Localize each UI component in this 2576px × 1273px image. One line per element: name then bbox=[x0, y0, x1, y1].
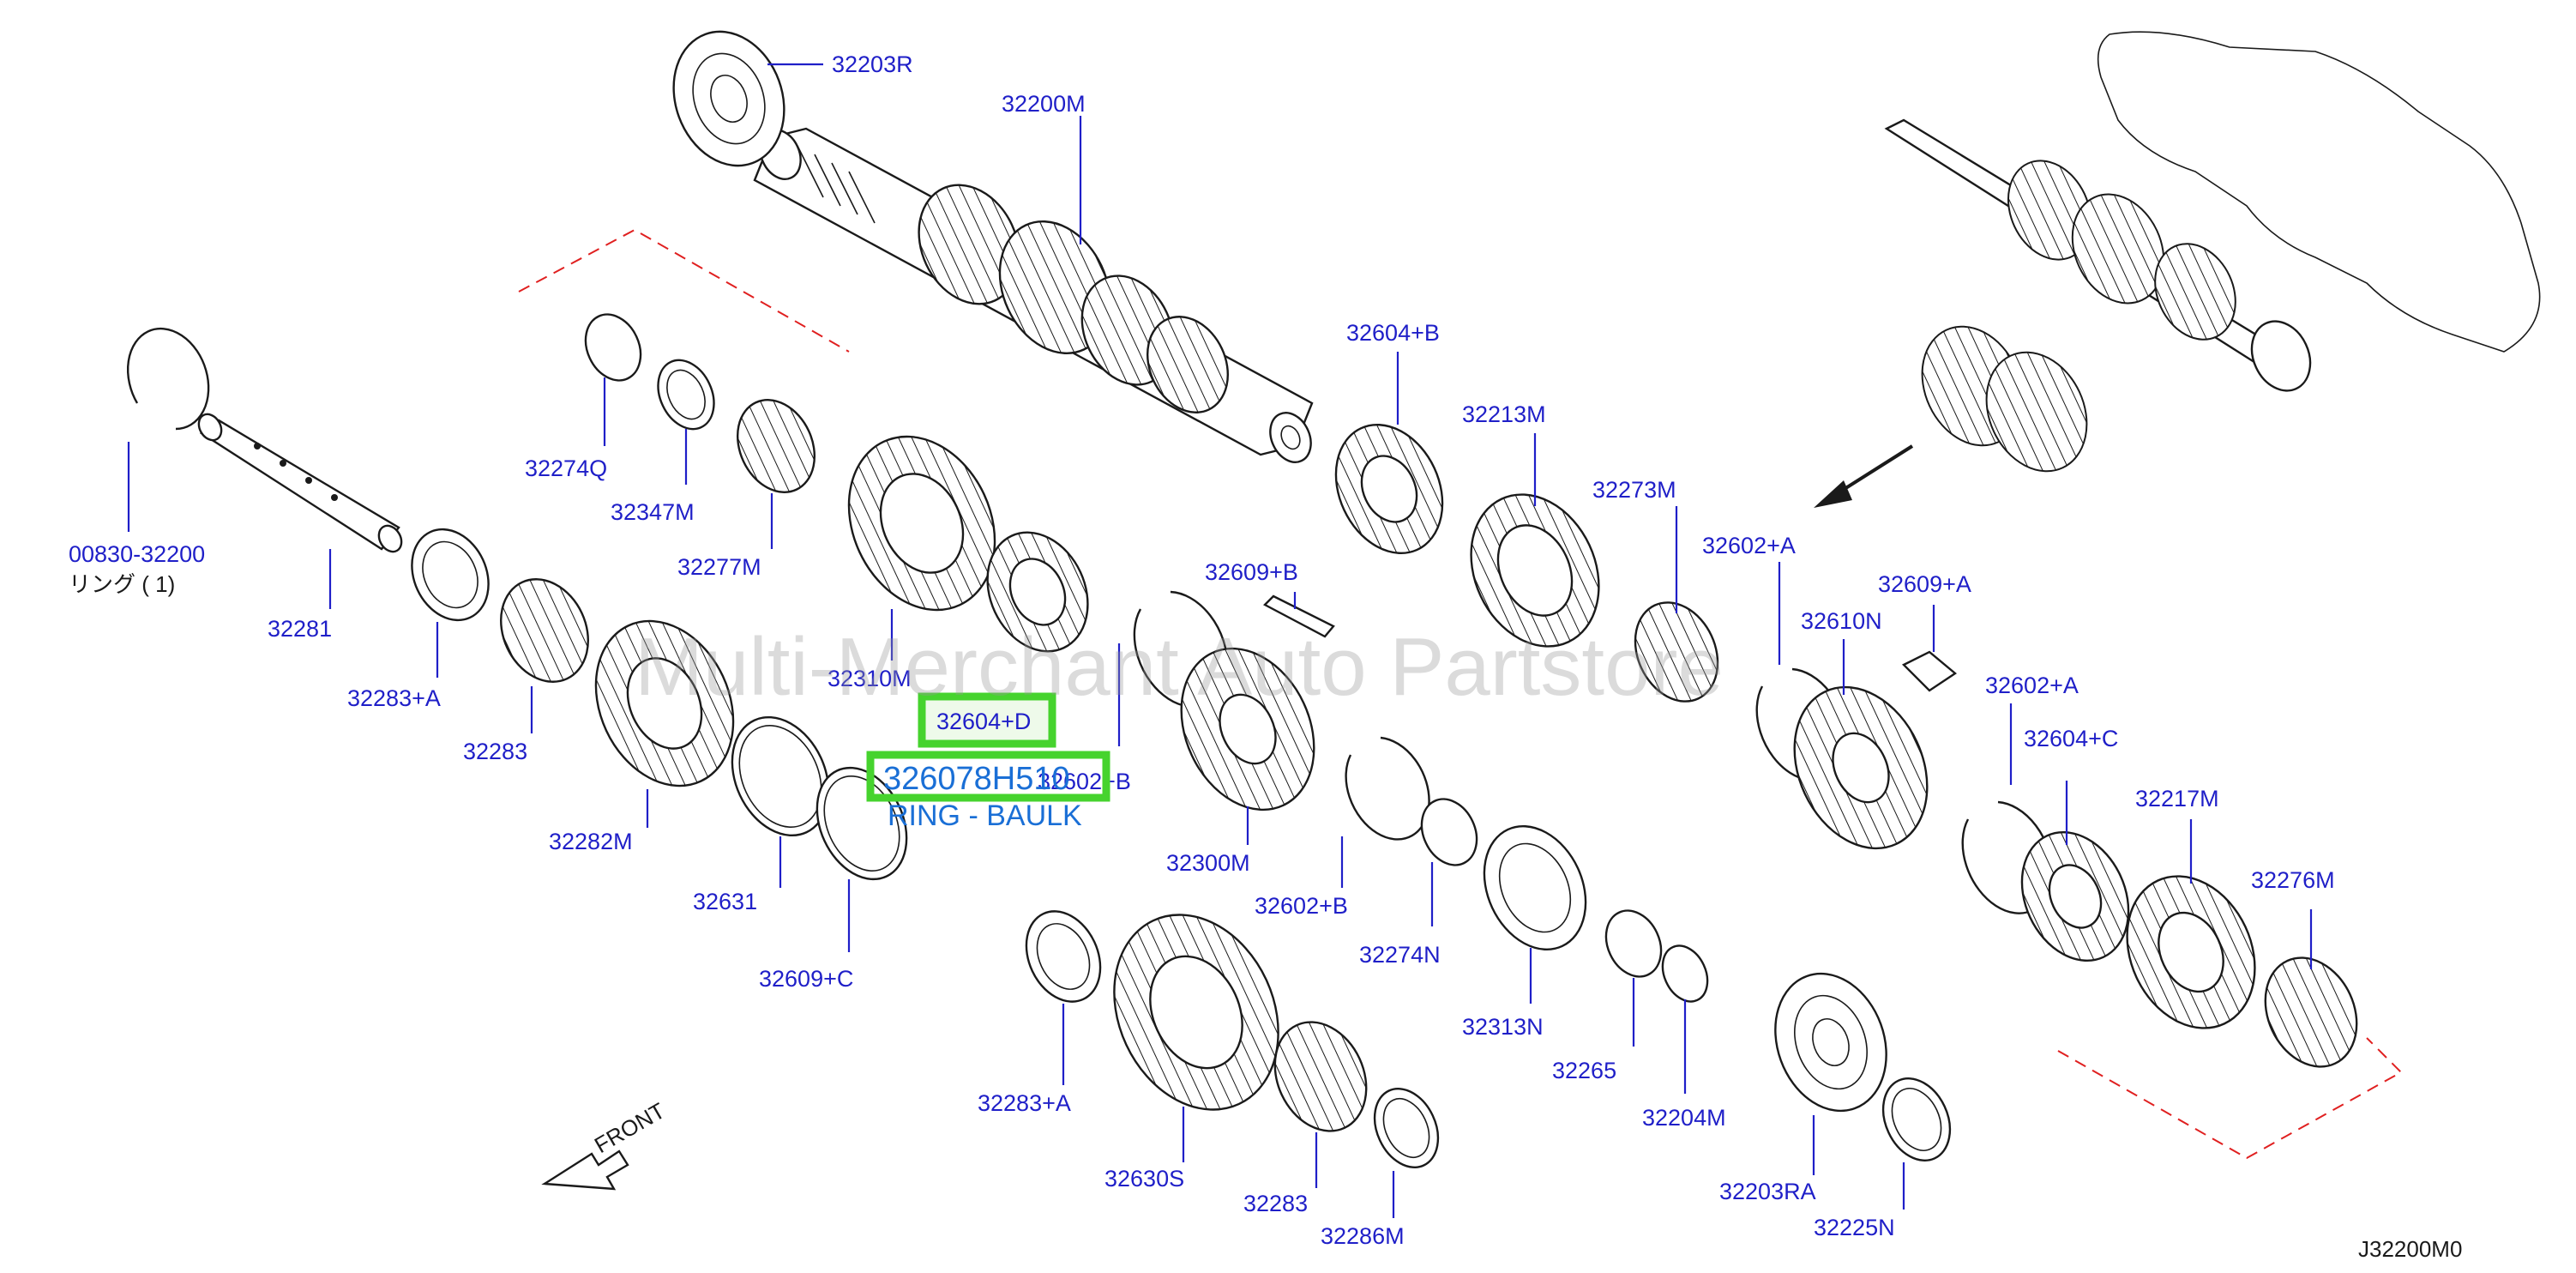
callout-description: RING - BAULK bbox=[888, 799, 1082, 832]
label-32203RA[interactable]: 32203RA bbox=[1719, 1179, 1816, 1204]
key-32609B[interactable] bbox=[1263, 594, 1335, 638]
pin-32281[interactable] bbox=[195, 410, 406, 556]
hub-32604D[interactable] bbox=[969, 516, 1107, 668]
assembly-guide-lower bbox=[2057, 1037, 2403, 1160]
label-32282M[interactable]: 32282M bbox=[549, 829, 633, 854]
callout-part-number: 326078H510 bbox=[883, 761, 1070, 797]
front-label: FRONT bbox=[590, 1097, 670, 1158]
label-32203R[interactable]: 32203R bbox=[832, 51, 913, 77]
hub-32604B[interactable] bbox=[1315, 407, 1462, 570]
leader-lines bbox=[127, 63, 2313, 1218]
label-32604C[interactable]: 32604+C bbox=[2024, 726, 2118, 751]
main-shaft-32200M[interactable] bbox=[752, 124, 1318, 469]
label-32602B-mid[interactable]: 32602+B bbox=[1038, 769, 1131, 794]
highlight-label[interactable]: 32604+D bbox=[936, 709, 1031, 734]
label-32273M[interactable]: 32273M bbox=[1592, 477, 1676, 503]
bearing-32283-left[interactable] bbox=[485, 565, 604, 697]
label-32276M[interactable]: 32276M bbox=[2251, 867, 2335, 893]
label-32310M[interactable]: 32310M bbox=[828, 666, 912, 691]
label-32281[interactable]: 32281 bbox=[268, 616, 332, 642]
gear-32610N[interactable] bbox=[1769, 666, 1952, 870]
ring-32283A-bottom[interactable] bbox=[1013, 899, 1115, 1014]
gear-32310M[interactable] bbox=[822, 413, 1022, 634]
front-arrow-icon bbox=[541, 1149, 629, 1191]
label-32204M[interactable]: 32204M bbox=[1642, 1105, 1726, 1131]
bushing-32274Q[interactable] bbox=[575, 305, 651, 389]
label-32609A[interactable]: 32609+A bbox=[1878, 571, 1971, 597]
assembled-countershaft bbox=[1921, 325, 2088, 473]
label-32630S[interactable]: 32630S bbox=[1104, 1166, 1184, 1192]
bearing-32203RA[interactable] bbox=[1757, 958, 1905, 1127]
snap-ring-32602B-low[interactable] bbox=[1345, 736, 1430, 841]
label-32274Q[interactable]: 32274Q bbox=[525, 456, 607, 481]
assembly-guide-upper bbox=[518, 228, 850, 353]
diagram-code: J32200M0 bbox=[2358, 1236, 2462, 1262]
ring-32283A-left[interactable] bbox=[398, 516, 503, 632]
label-32609B[interactable]: 32609+B bbox=[1205, 559, 1298, 585]
label-32277M[interactable]: 32277M bbox=[677, 554, 761, 580]
label-32631[interactable]: 32631 bbox=[693, 889, 757, 914]
bearing-32203R[interactable] bbox=[655, 16, 802, 182]
assembled-shaft bbox=[1884, 118, 2312, 392]
label-32265[interactable]: 32265 bbox=[1552, 1058, 1616, 1083]
ring-32631[interactable] bbox=[713, 702, 846, 851]
gear-32217M[interactable] bbox=[2104, 855, 2279, 1049]
label-ring-note: リング ( 1) bbox=[69, 571, 175, 597]
label-32313N[interactable]: 32313N bbox=[1462, 1014, 1544, 1040]
snap-ring-00830-32200[interactable] bbox=[127, 327, 210, 431]
washer-32286M[interactable] bbox=[1363, 1078, 1450, 1178]
label-32602A-lower[interactable]: 32602+A bbox=[1985, 673, 2079, 698]
label-32604B[interactable]: 32604+B bbox=[1346, 320, 1440, 346]
label-32300M[interactable]: 32300M bbox=[1166, 850, 1250, 876]
key-32609A[interactable] bbox=[1901, 650, 1958, 692]
bushing-32265[interactable] bbox=[1596, 902, 1671, 986]
label-32286M[interactable]: 32286M bbox=[1321, 1223, 1405, 1249]
bushing-32274N[interactable] bbox=[1411, 790, 1487, 874]
assembled-view-outline bbox=[2097, 31, 2541, 353]
label-32602B-low[interactable]: 32602+B bbox=[1255, 893, 1348, 919]
gear-32282M[interactable] bbox=[570, 599, 759, 809]
label-32283A-left[interactable]: 32283+A bbox=[347, 685, 441, 711]
label-32274N[interactable]: 32274N bbox=[1359, 942, 1441, 968]
bearing-32273M[interactable] bbox=[1620, 589, 1733, 715]
label-32225N[interactable]: 32225N bbox=[1814, 1215, 1895, 1240]
label-32217M[interactable]: 32217M bbox=[2135, 786, 2219, 811]
washer-32347M[interactable] bbox=[647, 351, 725, 437]
highlighted-part-32604D[interactable]: 32604+D bbox=[918, 692, 1056, 748]
washer-32225N[interactable] bbox=[1870, 1067, 1963, 1171]
gear-32630S[interactable] bbox=[1084, 888, 1309, 1137]
label-32283-left[interactable]: 32283 bbox=[463, 739, 527, 764]
washer-32204M[interactable] bbox=[1654, 938, 1716, 1009]
gear-32300M[interactable] bbox=[1156, 627, 1339, 831]
direction-arrow-icon bbox=[1814, 444, 1914, 508]
gear-32213M[interactable] bbox=[1447, 474, 1623, 667]
part-labels: 32203R 32200M 32274Q 32347M 32277M 00830… bbox=[69, 51, 2335, 1249]
watermark: Multi-Merchant Auto Partstore bbox=[635, 621, 1724, 713]
bearing-32276M[interactable] bbox=[2248, 943, 2374, 1082]
part-callout-tooltip: 326078H510 RING - BAULK bbox=[866, 751, 1110, 832]
bearing-32283-bottom[interactable] bbox=[1258, 1007, 1383, 1146]
label-32347M[interactable]: 32347M bbox=[611, 499, 695, 525]
label-32283-bottom[interactable]: 32283 bbox=[1243, 1191, 1308, 1216]
label-32610N[interactable]: 32610N bbox=[1801, 608, 1882, 634]
label-32283A-bottom[interactable]: 32283+A bbox=[978, 1090, 1071, 1116]
label-32602A-upper[interactable]: 32602+A bbox=[1702, 533, 1796, 558]
label-00830-32200[interactable]: 00830-32200 bbox=[69, 541, 205, 567]
label-32213M[interactable]: 32213M bbox=[1462, 401, 1546, 427]
label-32609C[interactable]: 32609+C bbox=[759, 966, 853, 992]
label-32200M[interactable]: 32200M bbox=[1002, 91, 1086, 117]
hub-32604C[interactable] bbox=[2001, 815, 2148, 978]
sleeve-32313N[interactable] bbox=[1465, 810, 1604, 966]
bearing-32277M[interactable] bbox=[723, 387, 828, 504]
